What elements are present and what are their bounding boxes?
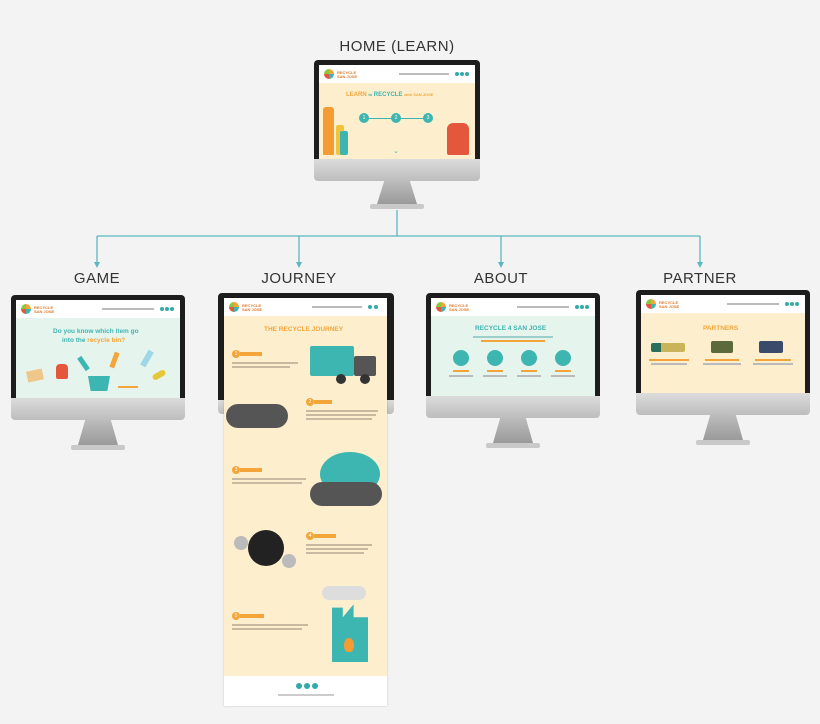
- factory-icon: [332, 604, 368, 662]
- logo-icon: [324, 69, 334, 79]
- detergent-bottle-icon: [447, 123, 469, 155]
- logo-icon: [21, 304, 31, 314]
- game-question-line1: Do you know which item go: [53, 328, 139, 335]
- logo-icon: [436, 302, 446, 312]
- email-icon: [585, 305, 589, 309]
- email-icon: [170, 307, 174, 311]
- about-title: RECYCLE 4 SAN JOSE: [475, 325, 547, 332]
- brand-text: RECYCLE SAN JOSE: [242, 303, 263, 312]
- monitor-game: RECYCLE SAN JOSE Do you know which item …: [11, 295, 185, 455]
- recycle-icon[interactable]: [487, 350, 503, 366]
- water-bottle-icon[interactable]: [140, 349, 154, 368]
- facebook-icon[interactable]: [296, 683, 302, 689]
- home-headline-learn: LEARN: [346, 92, 367, 98]
- monitor-about: RECYCLE SAN JOSE RECYCLE 4 SAN JOSE: [426, 293, 600, 453]
- recycle-bin-icon[interactable]: [88, 376, 110, 391]
- drag-hint-line: [118, 386, 138, 388]
- home-step-1[interactable]: 1: [359, 113, 369, 123]
- screen-game: RECYCLE SAN JOSE Do you know which item …: [16, 300, 180, 398]
- gear-small-icon: [234, 536, 248, 550]
- label-home: HOME (LEARN): [339, 38, 455, 55]
- label-about: ABOUT: [473, 270, 529, 287]
- smoke-icon: [322, 586, 366, 600]
- bottle-teal-icon: [340, 131, 348, 155]
- email-icon: [465, 72, 469, 76]
- jug-icon[interactable]: [56, 364, 68, 379]
- partner-logo-3[interactable]: [759, 341, 783, 353]
- partners-title: PARTNERS: [703, 325, 739, 332]
- partner-logo-1[interactable]: [651, 343, 685, 352]
- twitter-icon: [374, 305, 378, 309]
- game-question-into: into the: [62, 337, 86, 344]
- partner-logo-2[interactable]: [711, 341, 733, 353]
- bottle-orange-icon: [323, 107, 334, 155]
- twitter-icon[interactable]: [304, 683, 310, 689]
- journey-long-page[interactable]: RECYCLE SAN JOSE THE RECYCLE JOURNEY 1 2…: [224, 298, 387, 706]
- brand-text: RECYCLE SAN JOSE: [449, 303, 470, 312]
- conveyor-belt-icon: [310, 482, 382, 506]
- journey-step-3-badge: 3: [232, 466, 240, 474]
- logo-icon: [646, 299, 656, 309]
- twitter-icon: [790, 302, 794, 306]
- label-game: GAME: [73, 270, 121, 287]
- brand-text: RECYCLE SAN JOSE: [659, 300, 680, 309]
- battery-icon[interactable]: [77, 355, 90, 372]
- screen-home: RECYCLE SAN JOSE LEARN to RECYCLE with S…: [319, 65, 475, 159]
- facebook-icon: [455, 72, 459, 76]
- label-partner: PARTNER: [663, 270, 737, 287]
- journey-footer: [224, 676, 387, 706]
- bottle-icon[interactable]: [109, 351, 120, 369]
- facebook-icon: [368, 305, 372, 309]
- label-journey: JOURNEY: [261, 270, 337, 287]
- home-step-2[interactable]: 2: [391, 113, 401, 123]
- journey-step-2-badge: 2: [306, 398, 314, 406]
- brand-text: RECYCLE SAN JOSE: [337, 70, 358, 79]
- email-icon: [795, 302, 799, 306]
- logo-icon: [229, 302, 239, 312]
- home-step-3[interactable]: 3: [423, 113, 433, 123]
- screen-partner: RECYCLE SAN JOSE PARTNERS: [641, 295, 805, 393]
- truck-wheel-icon: [336, 374, 346, 384]
- monitor-partner: RECYCLE SAN JOSE PARTNERS: [636, 290, 810, 450]
- gear-small-icon: [282, 554, 296, 568]
- reuse-icon[interactable]: [555, 350, 571, 366]
- cardboard-box-icon[interactable]: [26, 368, 44, 383]
- journey-step-5-badge: 5: [232, 612, 240, 620]
- monitor-home: RECYCLE SAN JOSE LEARN to RECYCLE with S…: [314, 60, 480, 212]
- conveyor-belt-icon: [226, 404, 288, 428]
- home-headline-recycle: RECYCLE: [373, 92, 403, 98]
- truck-cab-icon: [354, 356, 376, 376]
- home-headline-to: to: [368, 92, 373, 97]
- game-question-bin: recycle bin?: [87, 337, 126, 344]
- facebook-icon: [785, 302, 789, 306]
- arrowhead-about: [498, 262, 504, 268]
- fire-icon: [344, 638, 354, 652]
- twitter-icon: [580, 305, 584, 309]
- arrowhead-journey: [296, 262, 302, 268]
- facebook-icon: [160, 307, 164, 311]
- arrowhead-game: [94, 262, 100, 268]
- brand-text: RECYCLE SAN JOSE: [34, 305, 55, 314]
- arrowhead-partner: [697, 262, 703, 268]
- twitter-icon: [165, 307, 169, 311]
- scroll-down-icon[interactable]: ⌄: [393, 148, 399, 155]
- gears-icon: [248, 530, 284, 566]
- journey-title: THE RECYCLE JOURNEY: [264, 326, 344, 333]
- truck-wheel-icon: [360, 374, 370, 384]
- email-icon[interactable]: [312, 683, 318, 689]
- home-headline-sanjose: with SAN JOSE: [404, 92, 434, 97]
- recycling-truck-icon: [310, 346, 354, 376]
- screen-about: RECYCLE SAN JOSE RECYCLE 4 SAN JOSE: [431, 298, 595, 396]
- journey-step-4-badge: 4: [306, 532, 314, 540]
- lightbulb-icon[interactable]: [453, 350, 469, 366]
- twitter-icon: [460, 72, 464, 76]
- facebook-icon: [575, 305, 579, 309]
- corn-icon[interactable]: [151, 368, 167, 382]
- reduce-icon[interactable]: [521, 350, 537, 366]
- journey-step-1-badge: 1: [232, 350, 240, 358]
